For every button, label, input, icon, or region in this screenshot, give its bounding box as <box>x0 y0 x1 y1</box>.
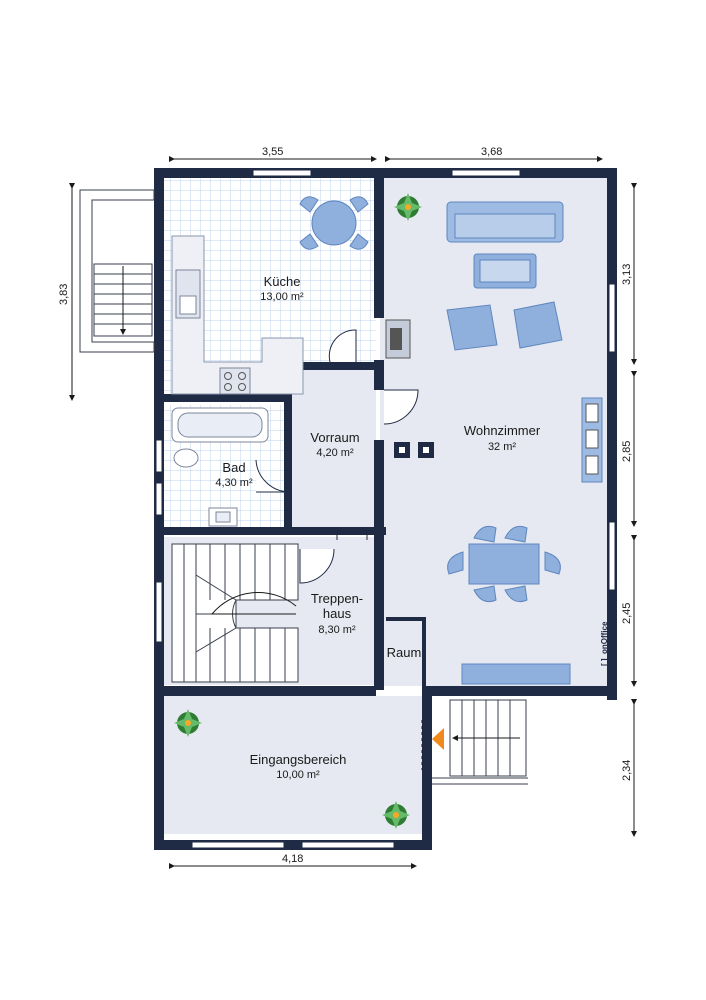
room-name-kueche: Küche <box>264 274 301 289</box>
room-name-bad: Bad <box>222 460 245 475</box>
plant-icon <box>174 709 202 737</box>
plant-icon <box>382 801 410 829</box>
vorraum-floor <box>292 370 376 532</box>
room-name-treppenhaus-1: Treppen- <box>311 591 363 606</box>
dim-top-left: 3,55 <box>262 146 283 158</box>
kitchen-table <box>299 196 369 250</box>
room-name-treppenhaus-2: haus <box>323 606 352 621</box>
dimension-labels: 3,55 3,68 4,18 3,83 3,13 2,85 2,45 2,34 <box>58 146 633 865</box>
dim-left: 3,83 <box>58 284 70 305</box>
windows <box>155 169 616 849</box>
toilet <box>173 448 199 468</box>
dim-right-2: 2,85 <box>621 441 633 462</box>
room-name-eingangsbereich: Eingangsbereich <box>250 752 347 767</box>
armchair-left <box>446 304 498 351</box>
logo-bracket: [ ] <box>600 658 609 666</box>
kitchen-counter <box>171 235 304 395</box>
staircase <box>171 543 299 683</box>
dimension-lines <box>69 156 637 869</box>
room-name-wohnzimmer: Wohnzimmer <box>464 423 541 438</box>
window-living-right-2 <box>608 521 616 591</box>
room-labels: Küche 13,00 m² Vorraum 4,20 m² Wohnzimme… <box>215 274 540 781</box>
kitchen-furniture <box>171 196 369 395</box>
dim-top-right: 3,68 <box>481 146 502 158</box>
outdoor-stairs-right <box>421 699 528 785</box>
window-bath-2 <box>155 482 163 516</box>
bath-furniture <box>171 407 269 527</box>
room-area-vorraum: 4,20 m² <box>316 447 354 459</box>
radiator <box>581 397 603 483</box>
armchair-right <box>513 301 563 349</box>
logo-text: onOffice <box>600 621 609 654</box>
window-living-right-1 <box>608 283 616 353</box>
stove <box>219 367 251 395</box>
room-area-bad: 4,30 m² <box>215 477 253 489</box>
window-entrance-2 <box>301 841 395 849</box>
sideboard <box>461 663 571 685</box>
door-living <box>383 389 419 425</box>
window-stairs <box>155 581 163 643</box>
window-kitchen <box>252 169 312 177</box>
living-furniture <box>385 201 603 685</box>
dim-right-3: 2,45 <box>621 603 633 624</box>
door-stairwell <box>299 548 335 584</box>
plant-icon <box>394 193 422 221</box>
doors <box>255 329 419 696</box>
entrance-floor <box>163 696 423 834</box>
dim-bottom: 4,18 <box>282 853 303 865</box>
room-area-eingangsbereich: 10,00 m² <box>276 769 320 781</box>
room-area-kueche: 13,00 m² <box>260 291 304 303</box>
room-area-wohnzimmer: 32 m² <box>488 441 516 453</box>
room-name-raum: Raum <box>387 645 422 660</box>
door-kitchen <box>328 329 357 363</box>
window-entrance-1 <box>191 841 285 849</box>
dining-table <box>447 525 561 603</box>
outdoor-stairs-left <box>79 189 155 353</box>
dim-right-1: 3,13 <box>621 264 633 285</box>
entrance-arrow-icon <box>432 728 444 750</box>
floors <box>163 178 608 834</box>
room-area-treppenhaus: 8,30 m² <box>318 624 356 636</box>
window-bath-1 <box>155 439 163 473</box>
onoffice-logo: [ ] onOffice <box>600 621 609 666</box>
door-bath <box>255 459 291 493</box>
room-name-vorraum: Vorraum <box>310 430 359 445</box>
window-living-top <box>451 169 521 177</box>
dim-right-4: 2,34 <box>621 760 633 781</box>
